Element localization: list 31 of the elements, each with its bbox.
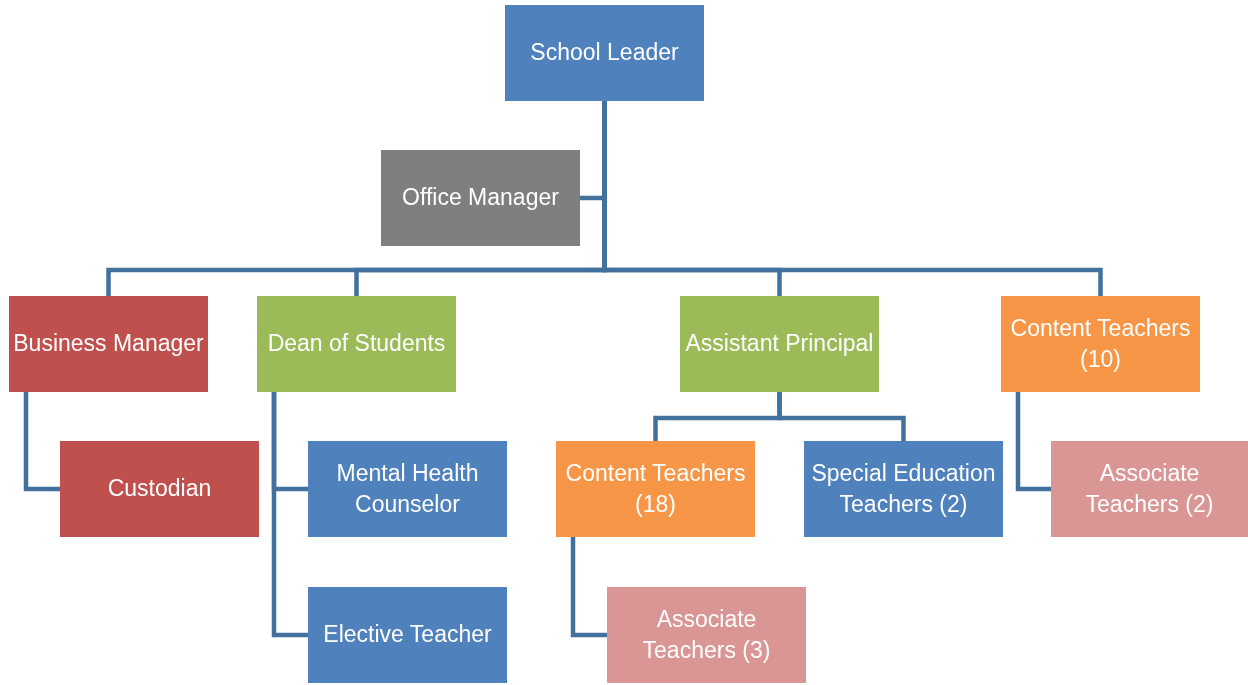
role-label: Elective Teacher [323,620,492,650]
role-label: Custodian [107,474,212,504]
role-label: Office Manager [402,183,559,213]
role-label: Content Teachers (18) [564,458,747,519]
org-box [381,150,580,246]
org-box [308,587,507,683]
org-box [1001,296,1200,392]
connector-line [570,537,607,638]
connector-line [777,392,906,441]
role-label: Assistant Principal [685,329,874,359]
role-label: School Leader [530,38,679,68]
org-box [308,441,507,537]
role-label: Mental Health Counselor [335,458,480,519]
role-label: Associate Teachers (2) [1084,458,1215,519]
connector-line [271,392,308,638]
org-box [505,5,704,101]
org-box [257,296,456,392]
connector-line [23,392,60,492]
org-box [804,441,1003,537]
connector-line [1015,392,1051,492]
org-box [607,587,806,683]
role-label: Content Teachers (10) [1009,313,1192,374]
org-box [680,296,879,392]
role-label: Associate Teachers (3) [641,604,772,665]
role-label: Special Education Teachers (2) [810,458,997,519]
org-box [1051,441,1248,537]
org-box [556,441,755,537]
org-box [9,296,208,392]
role-label: Dean of Students [267,329,446,359]
org-box [60,441,259,537]
role-label: Business Manager [13,329,204,359]
